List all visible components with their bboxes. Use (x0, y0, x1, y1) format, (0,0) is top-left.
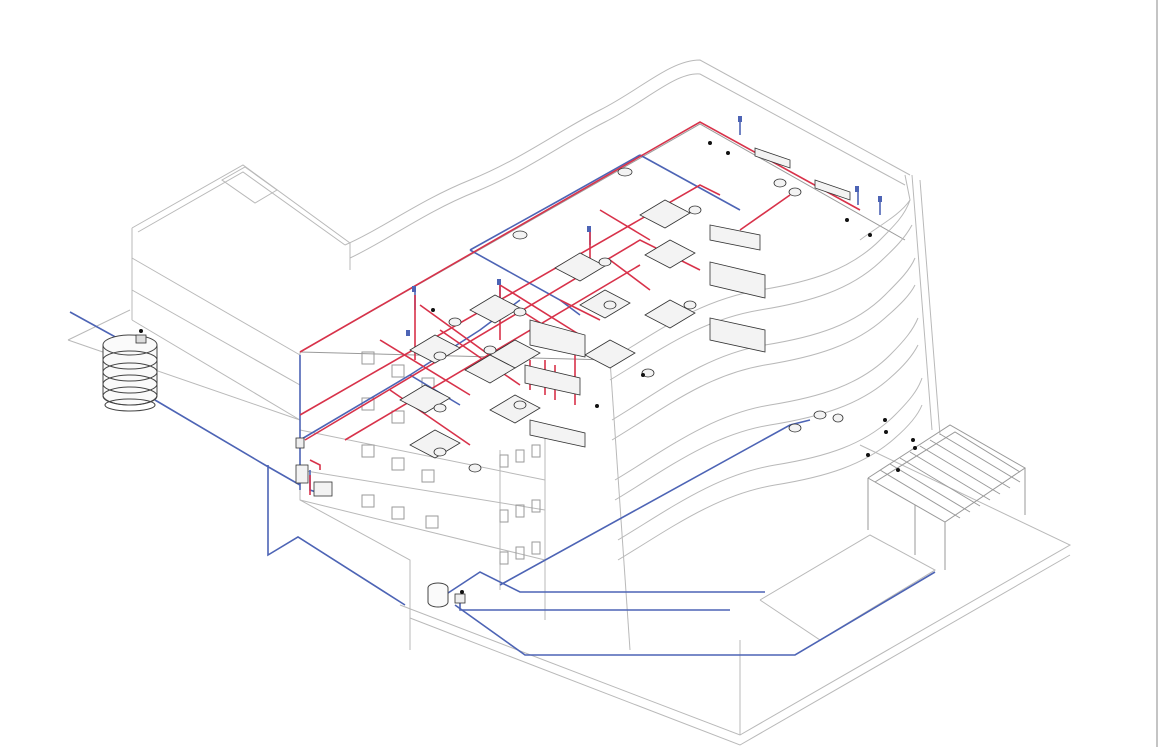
facade-windows (361, 351, 541, 565)
pressure-pump-icon (427, 582, 466, 608)
cold-water-network (69, 120, 936, 656)
water-tank-icon (102, 329, 158, 412)
building-outline (67, 59, 1072, 746)
pergola-icon (867, 424, 1026, 570)
riser-markers (406, 116, 882, 336)
water-heater-icon (295, 437, 333, 497)
fixtures (399, 141, 917, 473)
